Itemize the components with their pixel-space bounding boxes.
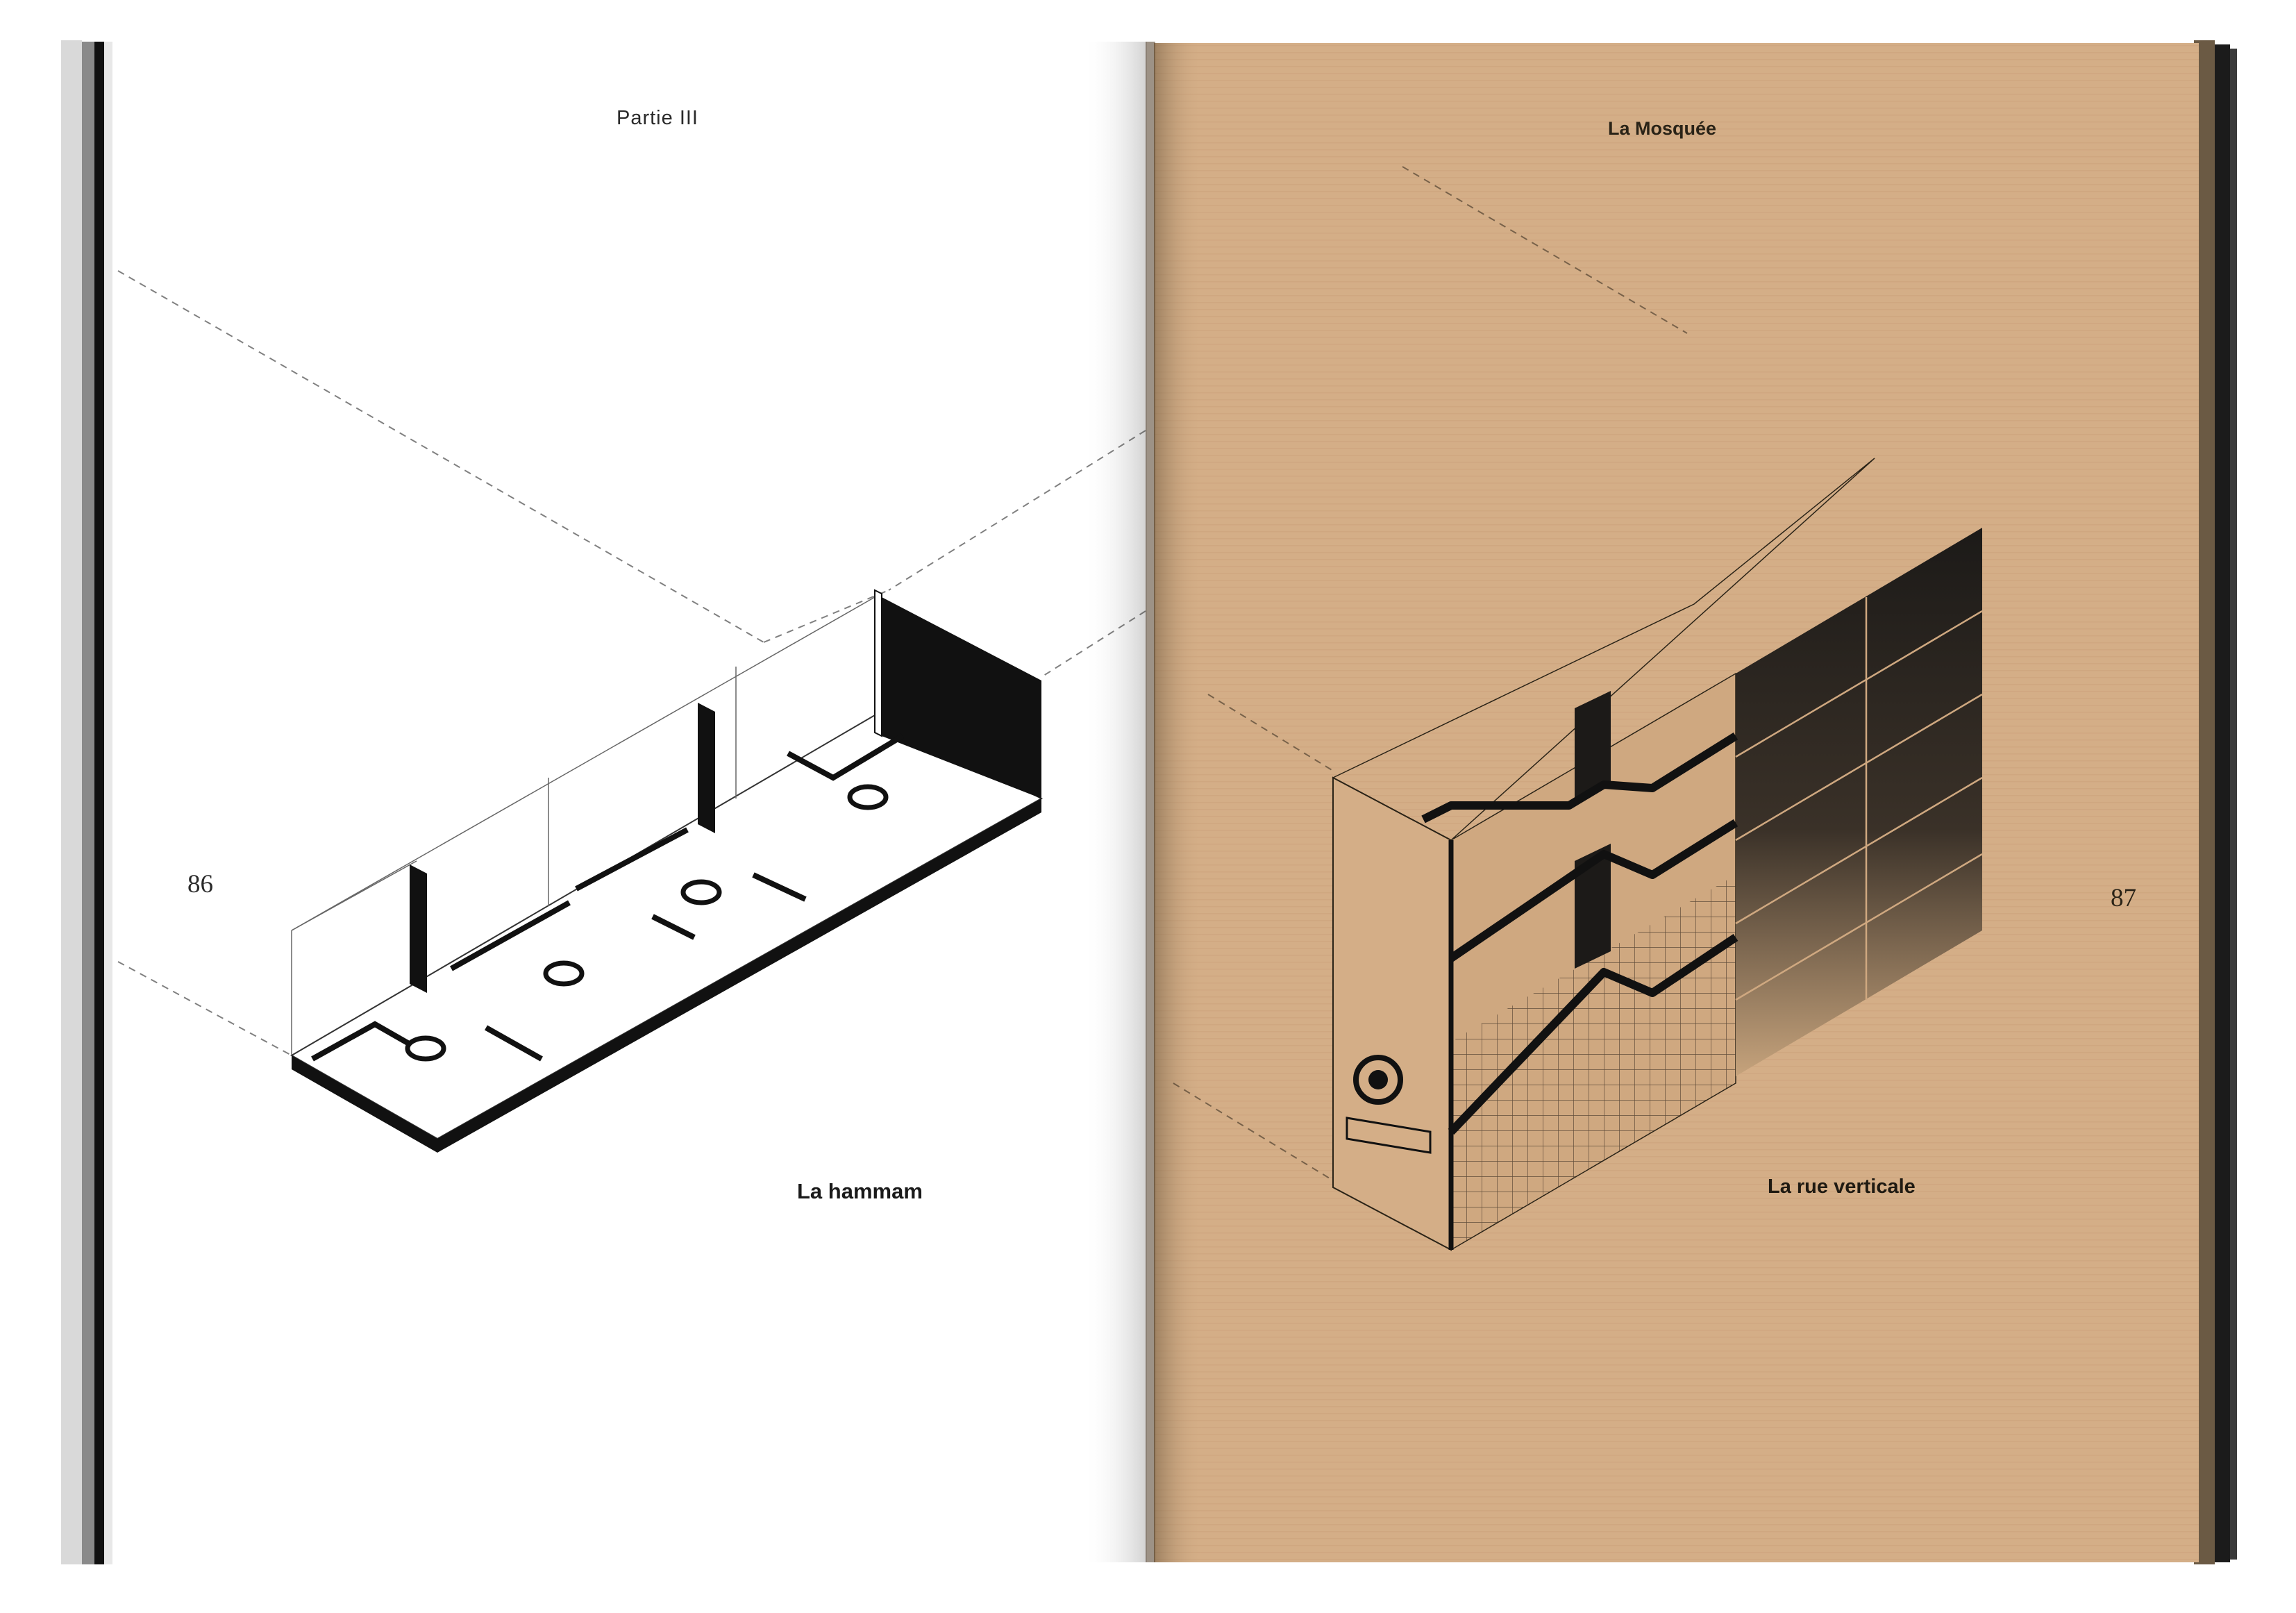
page-number-right: 87 [2111,884,2136,912]
book-edges [61,40,2237,1564]
isometric-hammam-drawing [117,270,1146,1153]
figure-caption-right: La rue verticale [1768,1176,1916,1198]
page-number-left: 86 [187,870,213,899]
running-head-left: Partie III [617,107,698,129]
isometric-vertical-street-drawing [1173,166,1983,1251]
running-head-right: La Mosquée [1608,118,1717,139]
figure-caption-left: La hammam [797,1179,923,1203]
